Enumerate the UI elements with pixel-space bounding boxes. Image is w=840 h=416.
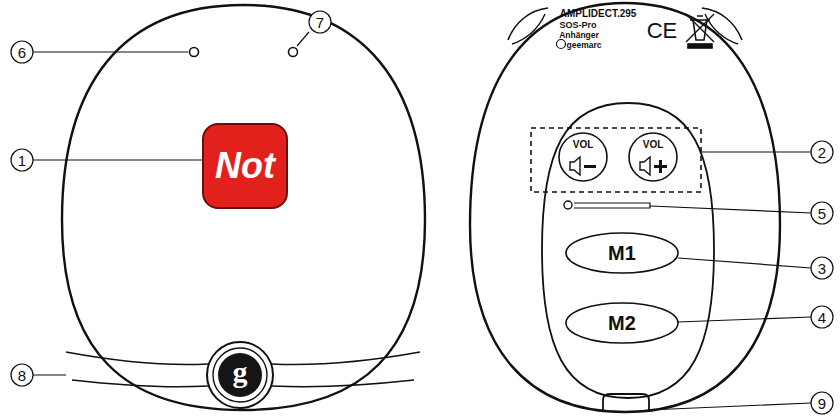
- button-text: VOL: [573, 140, 594, 150]
- emergency-button: Not: [202, 123, 288, 209]
- callout-number: 3: [818, 261, 826, 276]
- memory-button: M2: [567, 304, 677, 342]
- callout-number: 2: [818, 145, 826, 160]
- callout-number: 4: [818, 310, 826, 325]
- button-text: M2: [608, 313, 636, 333]
- volume-up-button: VOL: [629, 133, 677, 181]
- button-text: g: [233, 357, 248, 393]
- model-name: SOS-Pro: [559, 21, 596, 30]
- callout-number: 7: [316, 15, 324, 30]
- model-name: AMPLIDECT.295: [560, 9, 637, 19]
- callout-number: 8: [18, 368, 26, 383]
- volume-down-button: VOL: [559, 133, 607, 181]
- callout-number: 1: [18, 153, 26, 168]
- brand-name: geemarc: [567, 41, 602, 50]
- button-text: VOL: [643, 140, 664, 150]
- callout-number: 5: [818, 206, 826, 221]
- ce-mark: CE: [647, 20, 678, 42]
- button-text: Not: [215, 148, 275, 184]
- callout-number: 9: [818, 396, 826, 411]
- logo-button: g: [218, 353, 262, 397]
- callout-number: 6: [18, 45, 26, 60]
- memory-button: M1: [567, 234, 677, 272]
- button-text: M1: [608, 243, 636, 263]
- model-name: Anhänger: [559, 31, 599, 40]
